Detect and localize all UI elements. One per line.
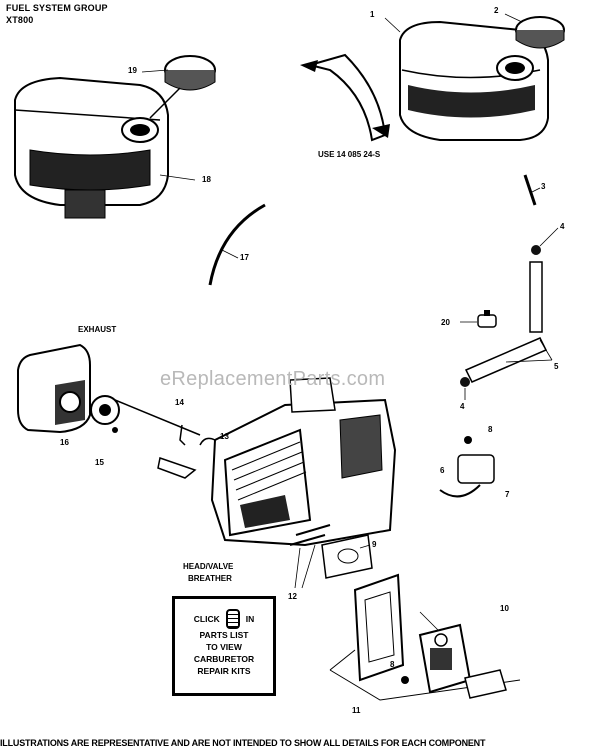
link-13[interactable] — [199, 437, 216, 446]
muffler[interactable] — [17, 343, 91, 434]
screw-15[interactable] — [112, 427, 118, 433]
label-breather: BREATHER — [188, 574, 232, 583]
callout-13: 13 — [220, 432, 229, 441]
click-line-4: CARBURETOR — [193, 654, 255, 664]
click-line-5: REPAIR KITS — [197, 666, 251, 676]
gasket-8[interactable] — [464, 669, 507, 699]
fuel-shutoff-20[interactable] — [477, 310, 497, 328]
fuel-cap-right[interactable] — [515, 16, 565, 49]
callout-16: 16 — [60, 438, 69, 447]
parts-can-icon — [225, 609, 240, 629]
label-exhaust: EXHAUST — [78, 325, 117, 334]
click-line-2: PARTS LIST — [199, 630, 249, 640]
air-filter-plate-11[interactable] — [353, 573, 405, 682]
fuel-cap-left[interactable] — [149, 55, 216, 119]
fuel-line-17[interactable] — [208, 203, 266, 286]
callout-leaders — [141, 13, 559, 631]
label-head-valve: HEAD/VALVE — [183, 562, 234, 571]
clamp-4-upper[interactable] — [531, 245, 541, 255]
gasket-12[interactable] — [289, 524, 331, 546]
label-use-part: USE 14 085 24-S — [318, 150, 381, 159]
callout-19: 19 — [128, 66, 137, 75]
click-line-3: TO VIEW — [206, 642, 242, 652]
callout-7: 7 — [505, 490, 510, 499]
disclaimer-footer: ILLUSTRATIONS ARE REPRESENTATIVE AND ARE… — [0, 738, 486, 748]
tank-bracket[interactable] — [300, 53, 390, 142]
carburetor-repair-kits-link[interactable]: CLICK IN PARTS LIST TO VIEW CARBURETOR R… — [172, 596, 276, 696]
callout-20: 20 — [441, 318, 450, 327]
callout-6: 6 — [440, 466, 445, 475]
callout-8-lower: 8 — [390, 660, 395, 669]
callout-5: 5 — [554, 362, 559, 371]
callout-14: 14 — [175, 398, 184, 407]
diagram-model: XT800 — [6, 15, 34, 25]
clamp-4-lower[interactable] — [460, 377, 470, 387]
callout-12: 12 — [288, 592, 297, 601]
gasket-9[interactable] — [321, 534, 373, 579]
callout-15: 15 — [95, 458, 104, 467]
screw-8[interactable] — [401, 676, 409, 684]
callout-3: 3 — [541, 182, 546, 191]
callout-2: 2 — [494, 6, 499, 15]
callout-9: 9 — [372, 540, 377, 549]
in-text: IN — [245, 614, 255, 624]
carburetor-10[interactable] — [418, 623, 472, 694]
fuel-line-5[interactable] — [464, 261, 548, 383]
callout-1: 1 — [370, 10, 375, 19]
diagram-title: FUEL SYSTEM GROUP — [6, 3, 108, 13]
fuel-tank-left[interactable] — [14, 76, 169, 219]
fuel-pump-7[interactable] — [439, 436, 495, 498]
callout-18: 18 — [202, 175, 211, 184]
fuel-tank-right[interactable] — [399, 20, 549, 141]
watermark: eReplacementParts.com — [160, 368, 386, 390]
control-rod[interactable] — [114, 399, 201, 436]
callout-10: 10 — [500, 604, 509, 613]
throttle-linkage[interactable] — [157, 457, 197, 479]
muffler-guard-16[interactable] — [90, 395, 120, 425]
click-text: CLICK — [193, 614, 220, 624]
callout-8-upper: 8 — [488, 425, 493, 434]
fuel-filter-3[interactable] — [523, 174, 537, 206]
callout-17: 17 — [240, 253, 249, 262]
engine-block[interactable] — [210, 377, 397, 547]
spring-14[interactable] — [179, 424, 186, 446]
callout-11: 11 — [352, 706, 361, 715]
callout-4-upper: 4 — [560, 222, 565, 231]
callout-4-lower: 4 — [460, 402, 465, 411]
